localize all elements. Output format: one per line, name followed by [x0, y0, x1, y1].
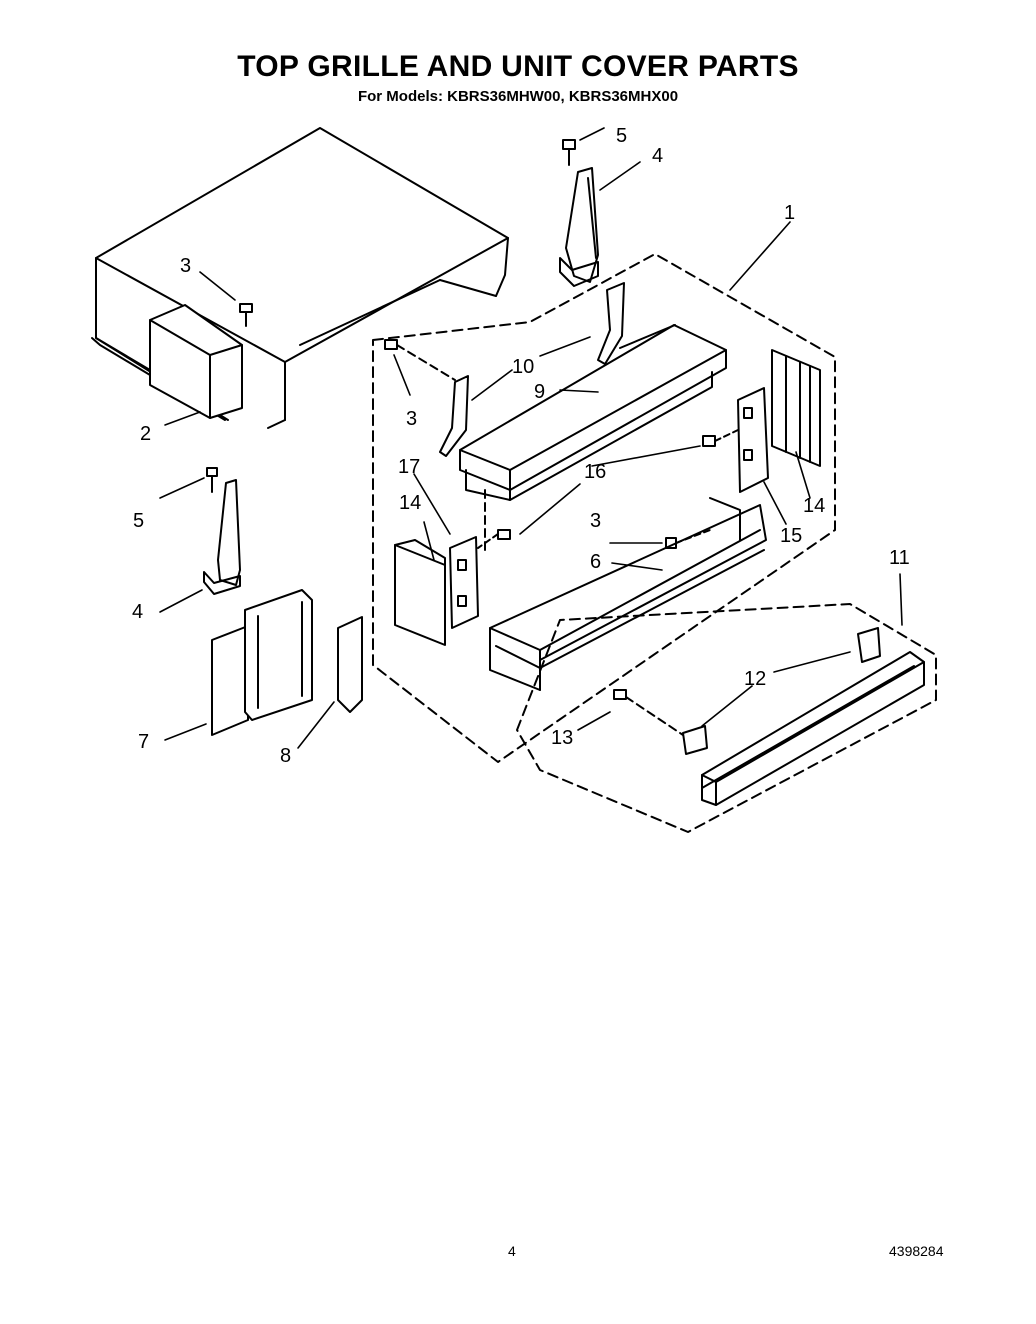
screw-drawing — [477, 529, 511, 549]
page-title: TOP GRILLE AND UNIT COVER PARTS — [237, 50, 799, 83]
leader-lines — [159, 127, 903, 749]
hinge-drawing-right — [737, 349, 821, 493]
grille-panel-drawing — [211, 589, 313, 736]
callout-6: 6 — [590, 551, 601, 573]
hinge-drawing-left — [394, 489, 486, 646]
page-number: 4 — [508, 1243, 516, 1259]
callout-3: 3 — [406, 408, 417, 430]
top-trim-drawing — [459, 324, 727, 501]
screw-drawing — [239, 303, 253, 327]
callout-3: 3 — [590, 510, 601, 532]
callout-14: 14 — [803, 495, 825, 517]
callout-12: 12 — [744, 668, 766, 690]
callout-14: 14 — [399, 492, 421, 514]
callout-1: 1 — [784, 202, 795, 224]
callout-labels: 1 2 3 3 3 4 4 5 5 6 7 8 9 10 11 12 13 14… — [132, 125, 910, 767]
callout-13: 13 — [551, 727, 573, 749]
screw-drawing-16 — [702, 429, 739, 447]
document-code: 4398284 — [889, 1243, 944, 1259]
callout-2: 2 — [140, 423, 151, 445]
unit-cover-drawing — [91, 127, 509, 429]
callout-7: 7 — [138, 731, 149, 753]
bottom-trim-drawing — [701, 651, 925, 806]
callout-4: 4 — [652, 145, 663, 167]
callout-11: 11 — [889, 547, 910, 569]
callout-9: 9 — [534, 381, 545, 403]
plate-drawing — [337, 616, 363, 713]
trim-outline — [516, 603, 937, 833]
callout-5: 5 — [133, 510, 144, 532]
callout-15: 15 — [780, 525, 802, 547]
callout-5: 5 — [616, 125, 627, 147]
callout-16: 16 — [584, 461, 606, 483]
clip-drawing — [613, 627, 881, 755]
bracket-drawing-left — [203, 467, 241, 595]
screw-drawing — [384, 339, 398, 350]
callout-10: 10 — [512, 356, 534, 378]
callout-8: 8 — [280, 745, 291, 767]
callout-3: 3 — [180, 255, 191, 277]
bracket-drawing-top — [559, 139, 599, 287]
callout-4: 4 — [132, 601, 143, 623]
page-subtitle: For Models: KBRS36MHW00, KBRS36MHX00 — [357, 88, 679, 105]
callout-17: 17 — [398, 456, 420, 478]
assembly-outline — [372, 253, 836, 763]
bracket-drawing-10 — [439, 282, 625, 457]
grille-frame-drawing — [489, 497, 767, 691]
